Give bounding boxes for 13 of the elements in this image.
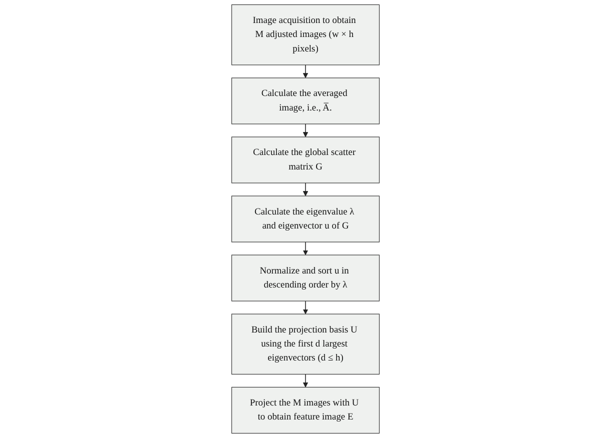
arrow — [303, 374, 309, 388]
node-box: Project the M images with U to obtain feature image E — [232, 386, 380, 434]
arrow — [303, 182, 309, 196]
arrow — [303, 242, 309, 256]
node-box: Calculate the eigenvalue λ and eigenvector u of G — [232, 196, 380, 242]
node-box: Calculate the averaged image, i.e., A̅. — [232, 78, 380, 124]
arrow — [303, 64, 309, 78]
node-box: Build the projection basis U using the first d largest eigenvectors (d ≤ h) — [232, 314, 380, 375]
node-box: Normalize and sort u in descending order by λ — [232, 254, 380, 302]
arrow — [303, 124, 309, 138]
arrow — [303, 300, 309, 314]
node-box: Calculate the global scatter matrix G — [232, 136, 380, 184]
node-box: Image acquisition to obtain M adjusted images (w × h pixels) — [232, 4, 380, 66]
